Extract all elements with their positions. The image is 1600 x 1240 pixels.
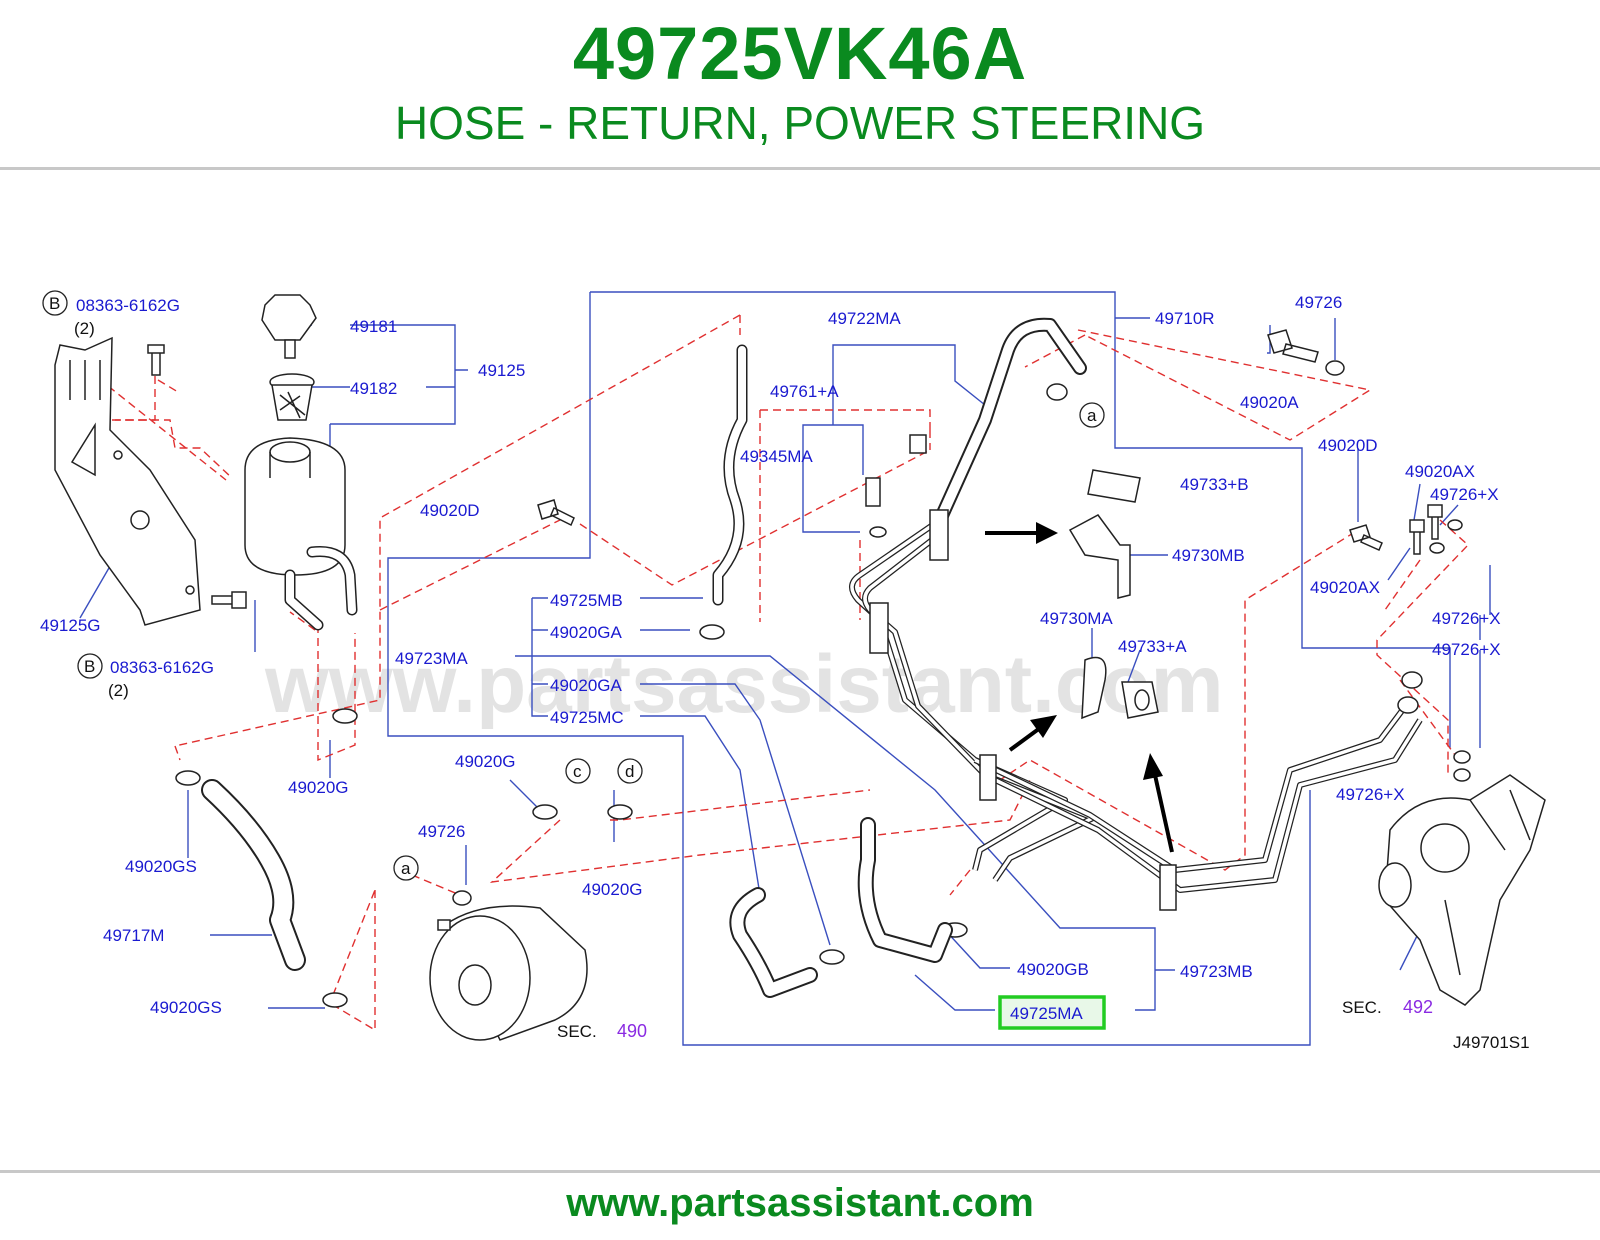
label-section-492: 492 (1403, 997, 1433, 1017)
footer-site-link[interactable]: www.partsassistant.com (566, 1181, 1034, 1225)
label-49182: 49182 (350, 379, 397, 398)
label-49020ga-lower: 49020GA (550, 676, 622, 695)
svg-text:c: c (573, 762, 582, 781)
label-49733a: 49733+A (1118, 637, 1187, 656)
label-49125: 49125 (478, 361, 525, 380)
watermark-text: www.partsassistant.com (264, 639, 1224, 730)
label-49726x-2: 49726+X (1432, 609, 1501, 628)
label-49020g-left: 49020G (288, 778, 349, 797)
label-08363-6162g: 08363-6162G (76, 296, 180, 315)
strainer-part (269, 373, 315, 421)
label-sec-490: SEC. (557, 1022, 597, 1041)
label-49722ma: 49722MA (828, 309, 901, 328)
header-divider (0, 167, 1600, 170)
pressure-hose-part (933, 317, 1087, 527)
label-49125g: 49125G (40, 616, 101, 635)
union-bolt-part (537, 329, 1443, 555)
label-49726x-1: 49726+X (1430, 485, 1499, 504)
reservoir-tank-part (244, 437, 358, 631)
label-49345ma: 49345MA (740, 447, 813, 466)
label-49761a: 49761+A (770, 382, 839, 401)
svg-text:a: a (401, 859, 411, 878)
label-49725mc: 49725MC (550, 708, 624, 727)
washer-part (452, 360, 1471, 906)
label-49710r: 49710R (1155, 309, 1215, 328)
tube-clip-part (1068, 469, 1159, 720)
drawing-code: J49701S1 (1453, 1033, 1530, 1052)
label-49020ax-top: 49020AX (1405, 462, 1475, 481)
reservoir-bracket-part (54, 336, 201, 626)
label-49730mb: 49730MB (1172, 546, 1245, 565)
part-description: HOSE - RETURN, POWER STEERING (394, 97, 1206, 149)
svg-text:a: a (1087, 406, 1097, 425)
footer-divider (0, 1170, 1600, 1173)
highlighted-part-label[interactable]: 49725MA (998, 995, 1106, 1030)
label-49726-top: 49726 (1295, 293, 1342, 312)
pump-part (429, 905, 588, 1041)
return-hoses-part (712, 344, 953, 998)
label-section-490: 490 (617, 1021, 647, 1041)
label-49723mb: 49723MB (1180, 962, 1253, 981)
svg-text:d: d (625, 762, 634, 781)
label-49020ax-bottom: 49020AX (1310, 578, 1380, 597)
label-49020gs-upper: 49020GS (125, 857, 197, 876)
steering-gear-part (1378, 774, 1546, 1006)
svg-text:B: B (49, 294, 60, 313)
label-49020g-top: 49020G (455, 752, 516, 771)
label-08363-6162g-lower: 08363-6162G (110, 658, 214, 677)
highlight-box (998, 995, 1106, 1030)
label-49726x-4: 49726+X (1336, 785, 1405, 804)
part-labels: 08363-6162G (2) 49181 49182 49125 49125G… (40, 293, 1530, 1052)
label-49723ma: 49723MA (395, 649, 468, 668)
metal-tube-assembly-part (849, 509, 1423, 911)
label-49020gs-lower: 49020GS (150, 998, 222, 1017)
label-qty: (2) (74, 319, 95, 338)
label-49020d-left: 49020D (420, 501, 480, 520)
label-qty-lower: (2) (108, 681, 129, 700)
label-49020ga-upper: 49020GA (550, 623, 622, 642)
label-sec-492: SEC. (1342, 998, 1382, 1017)
bolt-part (147, 344, 247, 609)
suction-hose-part (201, 779, 306, 971)
label-49020gb: 49020GB (1017, 960, 1089, 979)
pressure-switch-part (865, 434, 927, 538)
reservoir-cap-part (261, 294, 317, 359)
page-header: 49725VK46A HOSE - RETURN, POWER STEERING (0, 0, 1600, 170)
label-49730ma: 49730MA (1040, 609, 1113, 628)
label-49733b: 49733+B (1180, 475, 1249, 494)
label-49020g-right: 49020G (582, 880, 643, 899)
part-number-title: 49725VK46A (572, 12, 1028, 95)
svg-text:B: B (84, 657, 95, 676)
label-49020a: 49020A (1240, 393, 1299, 412)
label-49020d-right: 49020D (1318, 436, 1378, 455)
reference-markers: B B a a c d (42, 290, 1105, 881)
label-49726x-3: 49726+X (1432, 640, 1501, 659)
label-49181: 49181 (350, 317, 397, 336)
label-49725ma[interactable]: 49725MA (1010, 1004, 1083, 1023)
label-49717m: 49717M (103, 926, 164, 945)
direction-arrows (985, 522, 1174, 853)
label-49726-lower: 49726 (418, 822, 465, 841)
label-49725mb: 49725MB (550, 591, 623, 610)
